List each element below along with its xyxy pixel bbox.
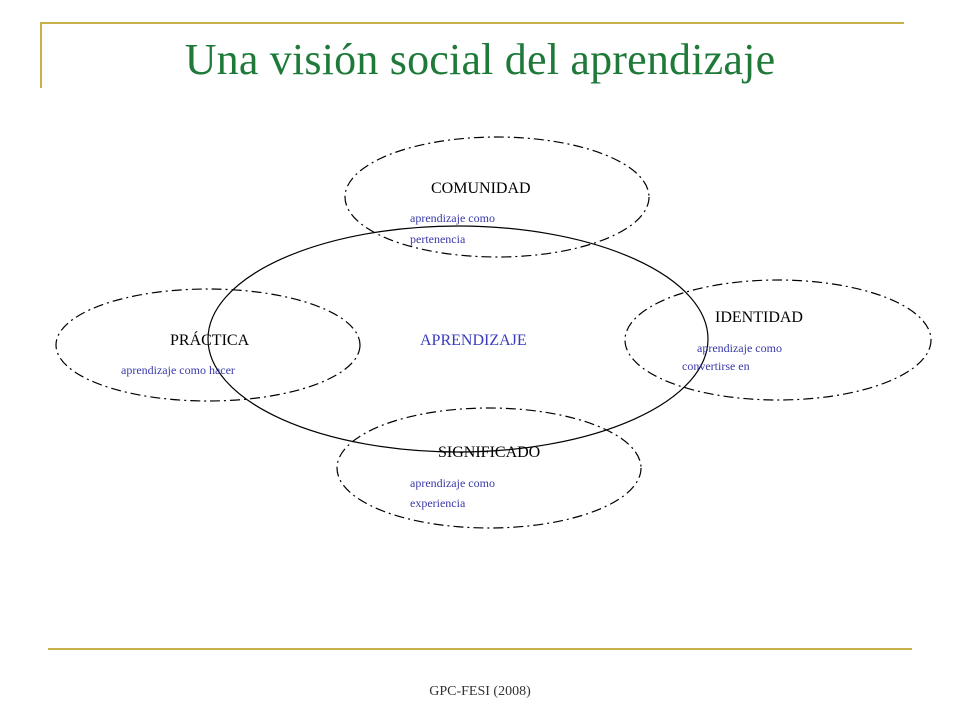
slide-title: Una visión social del aprendizaje bbox=[184, 35, 776, 84]
practica-sub-1: aprendizaje como hacer bbox=[121, 363, 235, 377]
left-rule bbox=[40, 22, 42, 88]
practica-ellipse bbox=[55, 288, 361, 402]
comunidad-ellipse bbox=[344, 136, 650, 258]
comunidad-sub-2: pertenencia bbox=[410, 232, 466, 246]
identidad-label: IDENTIDAD bbox=[715, 309, 803, 326]
significado-sub-1: aprendizaje como bbox=[410, 476, 495, 490]
center-ellipse bbox=[207, 225, 709, 453]
practica-label: PRÁCTICA bbox=[170, 330, 250, 349]
bottom-rule bbox=[48, 648, 912, 650]
identidad-ellipse bbox=[624, 279, 932, 401]
center-label: APRENDIZAJE bbox=[420, 332, 527, 349]
footer-credit: GPC-FESI (2008) bbox=[429, 684, 531, 699]
identidad-sub-2: convertirse en bbox=[682, 359, 750, 373]
significado-ellipse bbox=[336, 407, 642, 529]
significado-sub-2: experiencia bbox=[410, 496, 466, 510]
identidad-sub-1: aprendizaje como bbox=[697, 341, 782, 355]
comunidad-label: COMUNIDAD bbox=[431, 180, 531, 197]
top-rule bbox=[40, 22, 904, 24]
significado-label: SIGNIFICADO bbox=[438, 444, 540, 461]
comunidad-sub-1: aprendizaje como bbox=[410, 211, 495, 225]
